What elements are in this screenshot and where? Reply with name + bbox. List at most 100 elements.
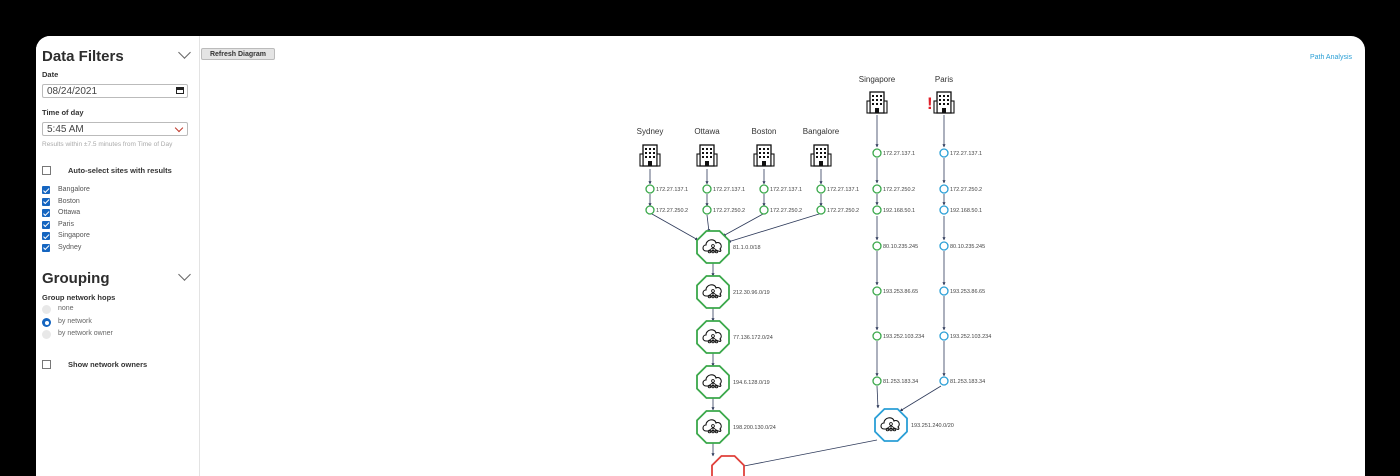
radio-button[interactable] — [42, 305, 51, 314]
network-label: 81.1.0.0/18 — [733, 245, 761, 251]
radio-button[interactable] — [42, 330, 51, 339]
data-filters-title: Data Filters — [42, 48, 124, 65]
hop-node[interactable] — [702, 184, 712, 194]
hop-node[interactable] — [872, 184, 882, 194]
checkbox-checked[interactable] — [42, 209, 50, 217]
hop-nodes-green — [645, 148, 882, 386]
site-singapore[interactable]: Singapore — [859, 75, 896, 114]
refresh-diagram-button[interactable]: Refresh Diagram — [201, 48, 275, 60]
hop-ip: 172.27.250.2 — [713, 208, 745, 214]
hop-node[interactable] — [872, 148, 882, 158]
calendar-icon[interactable] — [176, 87, 184, 94]
hop-node[interactable] — [759, 205, 769, 215]
network-node[interactable]: 77.136.172.0/24 — [696, 320, 773, 354]
radio-label: by network owner — [58, 330, 113, 337]
checkbox-checked[interactable] — [42, 197, 50, 206]
network-node[interactable]: 198.200.130.0/24 — [696, 410, 776, 444]
hop-node[interactable] — [939, 184, 949, 194]
site-sydney[interactable]: Sydney — [637, 127, 664, 167]
hop-node[interactable] — [872, 205, 882, 215]
hop-ip: 172.27.250.2 — [770, 208, 802, 214]
network-node-error[interactable] — [711, 455, 745, 476]
site-name: Singapore — [859, 75, 896, 84]
building-icon — [639, 144, 661, 167]
hop-ip: 172.27.137.1 — [883, 151, 915, 157]
checkbox-checked[interactable] — [42, 220, 50, 229]
app-window: Data Filters Date 08/24/2021 Time of day… — [36, 36, 1365, 476]
auto-select-checkbox[interactable] — [42, 166, 51, 175]
hop-node[interactable] — [939, 148, 949, 158]
hop-ip: 172.27.137.1 — [770, 187, 802, 193]
device-frame: Data Filters Date 08/24/2021 Time of day… — [0, 0, 1400, 464]
network-label: 77.136.172.0/24 — [733, 335, 773, 341]
time-select[interactable]: 5:45 AM — [42, 122, 188, 136]
edge — [727, 213, 820, 243]
site-boston[interactable]: Boston — [752, 127, 777, 167]
site-label: Singapore — [58, 232, 90, 239]
hop-node[interactable] — [759, 184, 769, 194]
network-label: 212.30.96.0/19 — [733, 290, 770, 296]
show-owners-checkbox[interactable] — [42, 360, 51, 369]
group-hops-label: Group network hops — [42, 293, 116, 302]
path-analysis-link[interactable]: Path Analysis — [1309, 54, 1352, 61]
radio-label: by network — [58, 318, 92, 325]
hop-ip: 193.253.86.65 — [883, 289, 918, 295]
hop-ip: 193.252.103.234 — [950, 334, 991, 340]
hop-node[interactable] — [939, 205, 949, 215]
date-field[interactable]: 08/24/2021 — [42, 84, 188, 98]
chevron-down-icon[interactable] — [178, 46, 191, 59]
hop-ip: 80.10.235.245 — [883, 244, 918, 250]
site-ottawa[interactable]: Ottawa — [694, 127, 720, 167]
network-node[interactable]: 194.6.128.0/19 — [696, 365, 770, 399]
hop-ip: 192.168.50.1 — [883, 208, 915, 214]
date-value: 08/24/2021 — [47, 86, 98, 97]
site-bangalore[interactable]: Bangalore — [803, 127, 840, 167]
network-node[interactable]: 81.1.0.0/18 — [696, 230, 761, 264]
hop-ip: 172.27.137.1 — [656, 187, 688, 193]
time-value: 5:45 AM — [47, 124, 84, 135]
hop-node[interactable] — [939, 286, 949, 296]
hop-node[interactable] — [939, 331, 949, 341]
hop-node[interactable] — [939, 376, 949, 386]
hop-ip: 172.27.250.2 — [827, 208, 859, 214]
edge — [651, 213, 699, 241]
auto-select-label: Auto-select sites with results — [68, 166, 172, 175]
hop-node[interactable] — [939, 241, 949, 251]
hop-node[interactable] — [702, 205, 712, 215]
network-node[interactable]: 193.251.240.0/20 — [874, 408, 954, 442]
hop-node[interactable] — [872, 376, 882, 386]
time-label: Time of day — [42, 108, 84, 117]
radio-button-selected[interactable] — [42, 318, 51, 327]
site-paris[interactable]: Paris ! — [927, 75, 955, 114]
checkbox-checked[interactable] — [42, 186, 50, 194]
hop-node[interactable] — [645, 184, 655, 194]
checkbox-checked[interactable] — [42, 243, 50, 252]
building-icon — [810, 144, 832, 167]
site-name: Bangalore — [803, 127, 840, 136]
hop-labels: 172.27.137.1 172.27.137.1 172.27.137.1 1… — [656, 151, 991, 385]
site-name: Boston — [752, 127, 777, 136]
site-label: Ottawa — [58, 209, 81, 216]
hop-node[interactable] — [816, 205, 826, 215]
hop-node[interactable] — [872, 286, 882, 296]
network-node[interactable]: 212.30.96.0/19 — [696, 275, 770, 309]
hop-nodes-blue — [939, 148, 949, 386]
hop-ip: 192.168.50.1 — [950, 208, 982, 214]
hop-node[interactable] — [645, 205, 655, 215]
chevron-down-icon[interactable] — [178, 268, 191, 281]
edge — [876, 385, 880, 409]
building-icon — [933, 91, 955, 114]
hop-ip: 193.252.103.234 — [883, 334, 924, 340]
hop-ip: 80.10.235.245 — [950, 244, 985, 250]
hop-node[interactable] — [816, 184, 826, 194]
site-label: Sydney — [58, 243, 82, 251]
checkbox-checked[interactable] — [42, 232, 50, 240]
hop-node[interactable] — [872, 241, 882, 251]
site-label: Bangalore — [58, 186, 90, 193]
hop-node[interactable] — [872, 331, 882, 341]
grouping-title: Grouping — [42, 270, 110, 287]
hop-ip: 172.27.137.1 — [827, 187, 859, 193]
edge — [899, 385, 942, 412]
site-name: Ottawa — [694, 127, 720, 136]
show-owners-label: Show network owners — [68, 360, 148, 369]
